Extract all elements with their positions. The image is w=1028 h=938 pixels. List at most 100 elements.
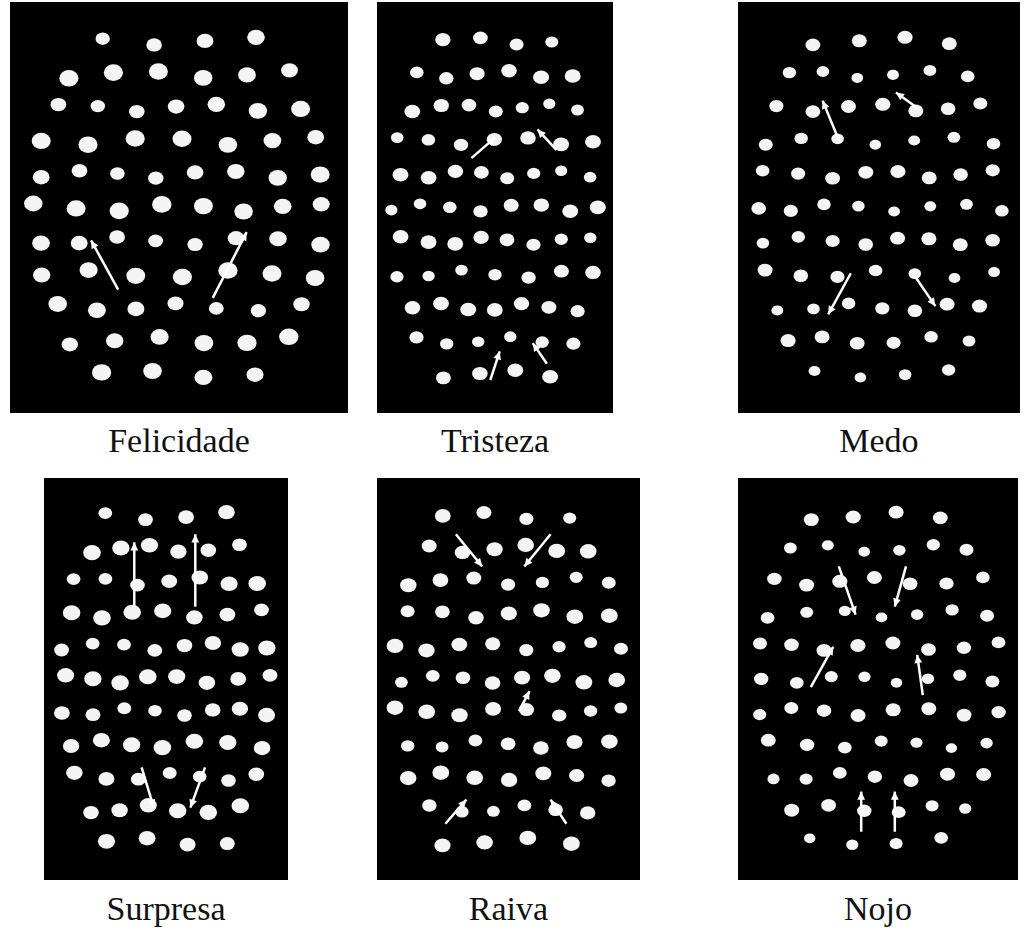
marker-dot xyxy=(571,105,584,116)
marker-dot xyxy=(92,364,111,380)
marker-dot xyxy=(99,573,113,585)
marker-dot xyxy=(542,370,558,384)
marker-dot xyxy=(146,38,162,51)
marker-dot xyxy=(98,507,112,519)
marker-dot xyxy=(426,670,440,682)
marker-dot xyxy=(784,543,797,554)
marker-dot xyxy=(959,803,971,813)
marker-dot xyxy=(806,105,821,118)
marker-dot xyxy=(86,708,101,721)
marker-dot xyxy=(946,604,959,615)
marker-dot xyxy=(393,230,409,244)
emotion-caption: Surpresa xyxy=(103,890,230,927)
marker-dot xyxy=(254,741,271,755)
motion-arrow xyxy=(551,800,567,824)
emotion-caption: Tristeza xyxy=(437,422,553,459)
marker-dot xyxy=(519,513,533,525)
marker-dot xyxy=(258,708,275,723)
marker-dot xyxy=(756,165,770,177)
marker-dot xyxy=(263,669,278,682)
marker-dot xyxy=(804,833,815,843)
marker-dot xyxy=(988,267,1000,277)
marker-dot xyxy=(846,511,861,524)
marker-dot xyxy=(489,105,503,117)
marker-dot xyxy=(439,72,453,84)
marker-dot xyxy=(875,736,888,747)
marker-dot xyxy=(767,573,782,585)
marker-dot xyxy=(601,775,615,787)
marker-dot xyxy=(173,131,192,147)
marker-dot xyxy=(456,671,471,684)
marker-dot xyxy=(33,170,50,184)
marker-dot xyxy=(807,304,820,315)
marker-dot xyxy=(825,671,838,682)
marker-dot xyxy=(485,702,501,716)
marker-dot xyxy=(753,638,767,650)
motion-arrow xyxy=(537,129,556,150)
marker-dot xyxy=(200,805,218,820)
marker-dot xyxy=(986,164,1000,176)
marker-dot xyxy=(584,705,597,716)
marker-dot xyxy=(858,672,870,682)
marker-dot xyxy=(170,545,186,559)
arrow-head xyxy=(522,691,529,700)
marker-dot xyxy=(963,336,976,347)
marker-dot xyxy=(888,207,900,217)
marker-dot xyxy=(953,168,968,181)
marker-dot xyxy=(927,539,940,550)
marker-dot xyxy=(946,743,957,753)
marker-dot xyxy=(761,612,775,624)
marker-dot xyxy=(237,335,256,351)
marker-dot xyxy=(544,669,561,683)
marker-dot xyxy=(933,512,948,525)
arrow-head xyxy=(551,800,559,809)
arrow-head xyxy=(828,305,835,314)
marker-dot xyxy=(440,338,453,349)
marker-dot xyxy=(247,30,265,45)
marker-dot xyxy=(987,138,1001,150)
marker-dot xyxy=(804,513,819,526)
marker-dot xyxy=(548,544,565,558)
marker-dot xyxy=(63,739,79,753)
emotion-caption: Nojo xyxy=(840,890,916,927)
marker-dot xyxy=(279,329,298,346)
emotion-caption: Medo xyxy=(835,422,922,459)
marker-dot xyxy=(221,774,236,787)
marker-dot xyxy=(887,337,901,349)
marker-dot xyxy=(433,573,449,587)
arrow-head xyxy=(849,606,856,615)
marker-dot xyxy=(852,201,865,212)
marker-dot xyxy=(893,545,905,556)
marker-dot xyxy=(601,609,618,623)
motion-arrow xyxy=(828,273,851,314)
marker-dot xyxy=(576,675,593,689)
marker-dot xyxy=(98,834,115,849)
marker-dot xyxy=(980,610,994,622)
marker-dot xyxy=(555,234,568,245)
marker-dot xyxy=(922,674,934,685)
marker-dot xyxy=(112,541,129,556)
marker-dot xyxy=(306,270,325,286)
marker-dot xyxy=(219,735,236,750)
marker-dot xyxy=(78,136,97,153)
marker-dot xyxy=(163,767,177,779)
marker-dot xyxy=(800,607,813,618)
marker-dot xyxy=(141,538,158,553)
marker-dot xyxy=(110,167,125,180)
marker-dot xyxy=(473,32,488,45)
marker-dot xyxy=(815,331,830,344)
marker-dot xyxy=(221,577,238,592)
marker-dot xyxy=(941,103,956,116)
marker-dot xyxy=(754,673,768,685)
marker-dot xyxy=(897,31,912,44)
marker-dot xyxy=(281,63,298,77)
marker-dot xyxy=(553,641,566,652)
marker-dot xyxy=(472,337,484,348)
marker-dot xyxy=(123,605,141,620)
marker-dot xyxy=(466,572,481,585)
marker-dot xyxy=(517,538,534,552)
motion-arrow xyxy=(133,542,136,606)
marker-dot xyxy=(563,513,576,524)
marker-dot xyxy=(838,742,852,754)
